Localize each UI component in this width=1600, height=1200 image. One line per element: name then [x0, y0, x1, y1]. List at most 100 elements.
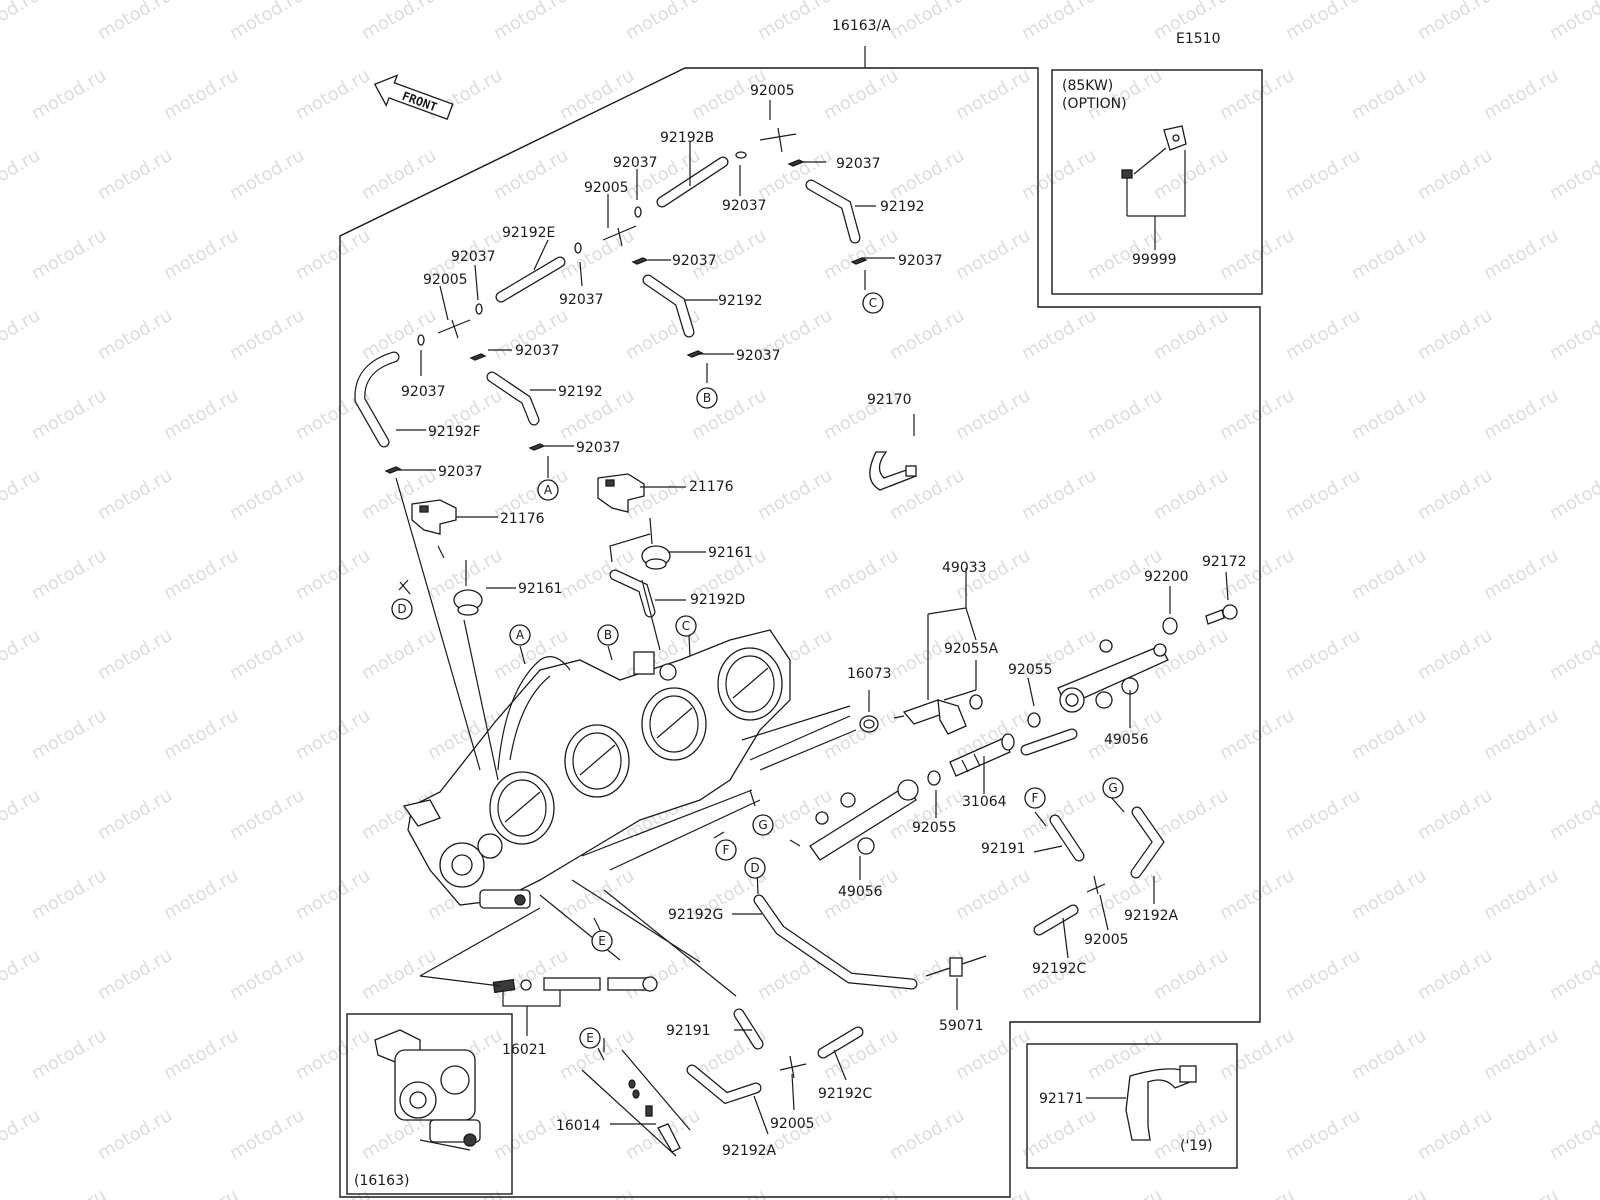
watermark-text: motod.ru: [292, 545, 374, 604]
label-92005-d: 92005: [1084, 932, 1129, 948]
watermark-text: motod.ru: [160, 705, 242, 764]
watermark-text: motod.ru: [160, 1185, 242, 1200]
label-92192b: 92192B: [660, 130, 714, 146]
watermark-text: motod.ru: [1480, 705, 1562, 764]
assembly-label: 16163/A: [832, 18, 891, 34]
watermark-text: motod.ru: [886, 305, 968, 364]
watermark-text: motod.ru: [886, 145, 968, 204]
watermark-text: motod.ru: [28, 385, 110, 444]
watermark-text: motod.ru: [292, 1025, 374, 1084]
watermark-text: motod.ru: [1216, 705, 1298, 764]
watermark-text: motod.ru: [1414, 1105, 1496, 1164]
watermark-text: motod.ru: [556, 1185, 638, 1200]
watermark-text: motod.ru: [358, 625, 440, 684]
watermark-text: motod.ru: [1282, 465, 1364, 524]
watermark-text: motod.ru: [1216, 865, 1298, 924]
label-92200: 92200: [1144, 569, 1189, 585]
watermark-text: motod.ru: [1216, 225, 1298, 284]
watermark-text: motod.ru: [886, 0, 968, 44]
label-16073: 16073: [847, 666, 892, 682]
watermark-text: motod.ru: [754, 0, 836, 44]
callout-text: D: [750, 861, 759, 875]
watermark-text: motod.ru: [820, 1185, 902, 1200]
watermark-text: motod.ru: [622, 0, 704, 44]
label-16021: 16021: [502, 1042, 547, 1058]
watermark-text: motod.ru: [1414, 0, 1496, 44]
label-92037-g: 92037: [559, 292, 604, 308]
label-92037-i: 92037: [736, 348, 781, 364]
inset-19-label: ('19): [1180, 1138, 1213, 1154]
label-92005-a: 92005: [750, 83, 795, 99]
watermark-text: motod.ru: [952, 65, 1034, 124]
callout-text: G: [758, 818, 767, 832]
label-92037-a: 92037: [613, 155, 658, 171]
label-92037-j: 92037: [401, 384, 446, 400]
label-92161-left: 92161: [518, 581, 563, 597]
label-92192f: 92192F: [428, 424, 481, 440]
watermark-text: motod.ru: [1018, 0, 1100, 44]
label-92037-k: 92037: [576, 440, 621, 456]
label-92192-a: 92192: [880, 199, 925, 215]
label-92037-e: 92037: [672, 253, 717, 269]
label-92161-right: 92161: [708, 545, 753, 561]
watermark-text: motod.ru: [28, 865, 110, 924]
watermark-text: motod.ru: [1546, 1105, 1600, 1164]
watermark-text: motod.ru: [160, 385, 242, 444]
watermark-text: motod.ru: [1546, 625, 1600, 684]
label-92005-e: 92005: [770, 1116, 815, 1132]
watermark-text: motod.ru: [1348, 65, 1430, 124]
watermark-text: motod.ru: [226, 625, 308, 684]
callout-g-hose: G: [1102, 777, 1124, 799]
callout-g-body: G: [752, 814, 774, 836]
label-49056-left: 49056: [838, 884, 883, 900]
valve-92161-left: [453, 560, 483, 616]
watermark-text: motod.ru: [0, 0, 44, 44]
watermark-text: motod.ru: [28, 1025, 110, 1084]
callout-markers: C B A D A B C G F D E F G E: [391, 292, 1124, 1049]
label-92037-d: 92037: [451, 249, 496, 265]
watermark-text: motod.ru: [28, 225, 110, 284]
screw-assembly-16021: [492, 976, 658, 1036]
label-92055a: 92055A: [944, 641, 999, 657]
label-92192c-left: 92192C: [818, 1086, 873, 1102]
watermark-text: motod.ru: [28, 65, 110, 124]
callout-text: E: [586, 1031, 594, 1045]
watermark-text: motod.ru: [1480, 545, 1562, 604]
watermark-text: motod.ru: [0, 625, 44, 684]
callout-text: A: [544, 483, 553, 497]
watermark-text: motod.ru: [94, 1105, 176, 1164]
watermark-text: motod.ru: [1348, 1185, 1430, 1200]
watermark-text: motod.ru: [1150, 145, 1232, 204]
watermark-text: motod.ru: [1018, 465, 1100, 524]
watermark-text: motod.ru: [1018, 1105, 1100, 1164]
watermark-text: motod.ru: [424, 1185, 506, 1200]
watermark-text: motod.ru: [160, 1025, 242, 1084]
option-part-99999: 99999: [1132, 252, 1177, 268]
watermark-text: motod.ru: [0, 465, 44, 524]
watermark-text: motod.ru: [292, 705, 374, 764]
callout-b-body: B: [597, 624, 619, 646]
label-49056-right: 49056: [1104, 732, 1149, 748]
callout-f-body: F: [715, 839, 737, 861]
watermark-text: motod.ru: [1216, 1025, 1298, 1084]
watermark-text: motod.ru: [622, 945, 704, 1004]
label-92005-b: 92005: [584, 180, 629, 196]
label-92192c-right: 92192C: [1032, 961, 1087, 977]
label-92192-c: 92192: [558, 384, 603, 400]
watermark-text: motod.ru: [226, 305, 308, 364]
watermark-text: motod.ru: [1348, 385, 1430, 444]
option-line2: (OPTION): [1062, 96, 1127, 112]
watermark-text: motod.ru: [94, 465, 176, 524]
callout-d-left: D: [391, 598, 413, 620]
watermark-text: motod.ru: [226, 785, 308, 844]
watermark-text: motod.ru: [226, 0, 308, 44]
watermark-text: motod.ru: [358, 145, 440, 204]
label-16014: 16014: [556, 1118, 601, 1134]
bolt-92172: [1205, 604, 1238, 625]
label-59071: 59071: [939, 1018, 984, 1034]
option-line1: (85KW): [1062, 78, 1113, 94]
watermark-text: motod.ru: [1414, 465, 1496, 524]
watermark-text: motod.ru: [1414, 145, 1496, 204]
watermark-text: motod.ru: [1282, 945, 1364, 1004]
